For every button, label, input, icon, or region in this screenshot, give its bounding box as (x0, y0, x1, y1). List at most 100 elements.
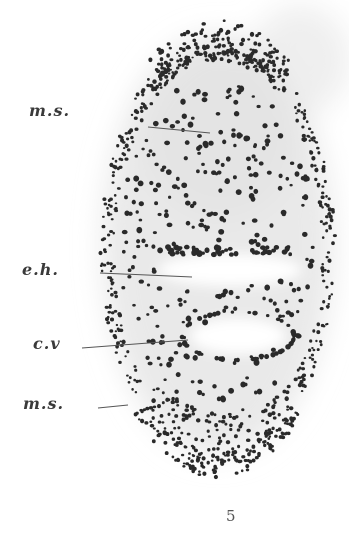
cap-cell (285, 390, 289, 394)
ring-cell (141, 90, 145, 94)
cap-cell (211, 453, 215, 458)
ring-cell (301, 390, 304, 392)
interior-cell (262, 146, 266, 150)
ring-cell (309, 339, 312, 342)
interior-cell (231, 128, 235, 131)
ring-cell (330, 282, 333, 285)
interior-cell (286, 310, 291, 314)
ring-cell (183, 462, 186, 464)
interior-cell (185, 140, 190, 145)
cap-cell (289, 406, 293, 410)
border-cell (204, 247, 209, 253)
border-cell (265, 245, 269, 249)
ring-cell (112, 181, 115, 183)
ring-cell (134, 116, 138, 119)
cap-cell (192, 412, 195, 415)
ring-cell (311, 354, 314, 357)
interior-cell (193, 309, 198, 313)
ring-cell (115, 160, 118, 163)
cap-cell (278, 72, 281, 75)
cap-cell (287, 432, 291, 436)
interior-cell (157, 247, 163, 253)
cap-cell (190, 405, 194, 408)
ring-cell (301, 362, 305, 366)
interior-cell (222, 140, 226, 145)
ring-cell (295, 112, 298, 114)
ring-cell (106, 321, 110, 324)
cap-cell (282, 79, 285, 83)
ring-cell (216, 37, 219, 41)
ring-cell (302, 373, 306, 377)
ring-cell (321, 263, 324, 266)
ring-cell (215, 467, 218, 470)
ring-cell (140, 110, 143, 113)
ring-cell (147, 78, 150, 81)
ring-cell (109, 329, 113, 332)
ring-cell (116, 341, 120, 345)
cap-cell (212, 39, 216, 42)
ring-cell (327, 303, 330, 305)
ring-cell (118, 313, 122, 317)
cap-cell (282, 62, 285, 66)
ring-cell (304, 357, 307, 359)
cap-cell (173, 427, 176, 430)
interior-cell (183, 353, 188, 358)
ring-cell (315, 340, 317, 342)
interior-cell (231, 132, 236, 137)
ring-cell (331, 241, 335, 245)
cap-cell (283, 55, 286, 58)
interior-cell (228, 94, 232, 97)
ring-cell (112, 174, 115, 177)
interior-cell (215, 159, 220, 164)
ring-cell (322, 222, 325, 225)
ring-cell (172, 438, 175, 441)
interior-cell (203, 141, 209, 147)
interior-cell (306, 177, 310, 181)
border-cell (212, 312, 217, 317)
ring-cell (161, 63, 164, 66)
interior-cell (176, 177, 180, 181)
ring-cell (138, 418, 141, 420)
cap-cell (264, 409, 268, 413)
ring-cell (122, 340, 126, 344)
ring-cell (155, 93, 159, 97)
cap-cell (226, 49, 231, 54)
ring-cell (326, 256, 329, 258)
border-cell (264, 354, 269, 359)
cap-cell (281, 432, 285, 435)
ring-cell (131, 141, 134, 144)
label-cv: c.v (33, 336, 61, 352)
interior-cell (249, 193, 255, 199)
cap-cell (167, 398, 170, 401)
ring-cell (235, 471, 239, 474)
ring-cell (131, 388, 133, 391)
interior-cell (229, 252, 234, 256)
cap-cell (265, 54, 269, 57)
cap-cell (180, 33, 183, 36)
interior-cell (259, 161, 264, 165)
cap-cell (223, 19, 226, 22)
figure-number: 5 (226, 509, 236, 524)
cap-cell (222, 44, 226, 48)
ring-cell (178, 64, 181, 67)
ring-cell (211, 459, 214, 461)
interior-cell (152, 268, 156, 272)
cap-cell (266, 39, 269, 42)
interior-cell (148, 362, 153, 366)
cap-cell (266, 421, 270, 425)
interior-cell (309, 259, 315, 264)
cap-cell (182, 42, 186, 45)
ring-cell (123, 153, 126, 156)
interior-cell (182, 113, 187, 119)
ring-cell (134, 97, 137, 99)
interior-cell (226, 156, 231, 161)
cap-cell (217, 442, 221, 445)
interior-cell (264, 284, 270, 290)
border-cell (165, 244, 171, 250)
interior-cell (249, 284, 253, 287)
cap-cell (284, 419, 288, 422)
cap-cell (203, 51, 207, 55)
cap-cell (164, 61, 168, 65)
ring-cell (198, 470, 201, 473)
cap-cell (201, 439, 205, 442)
